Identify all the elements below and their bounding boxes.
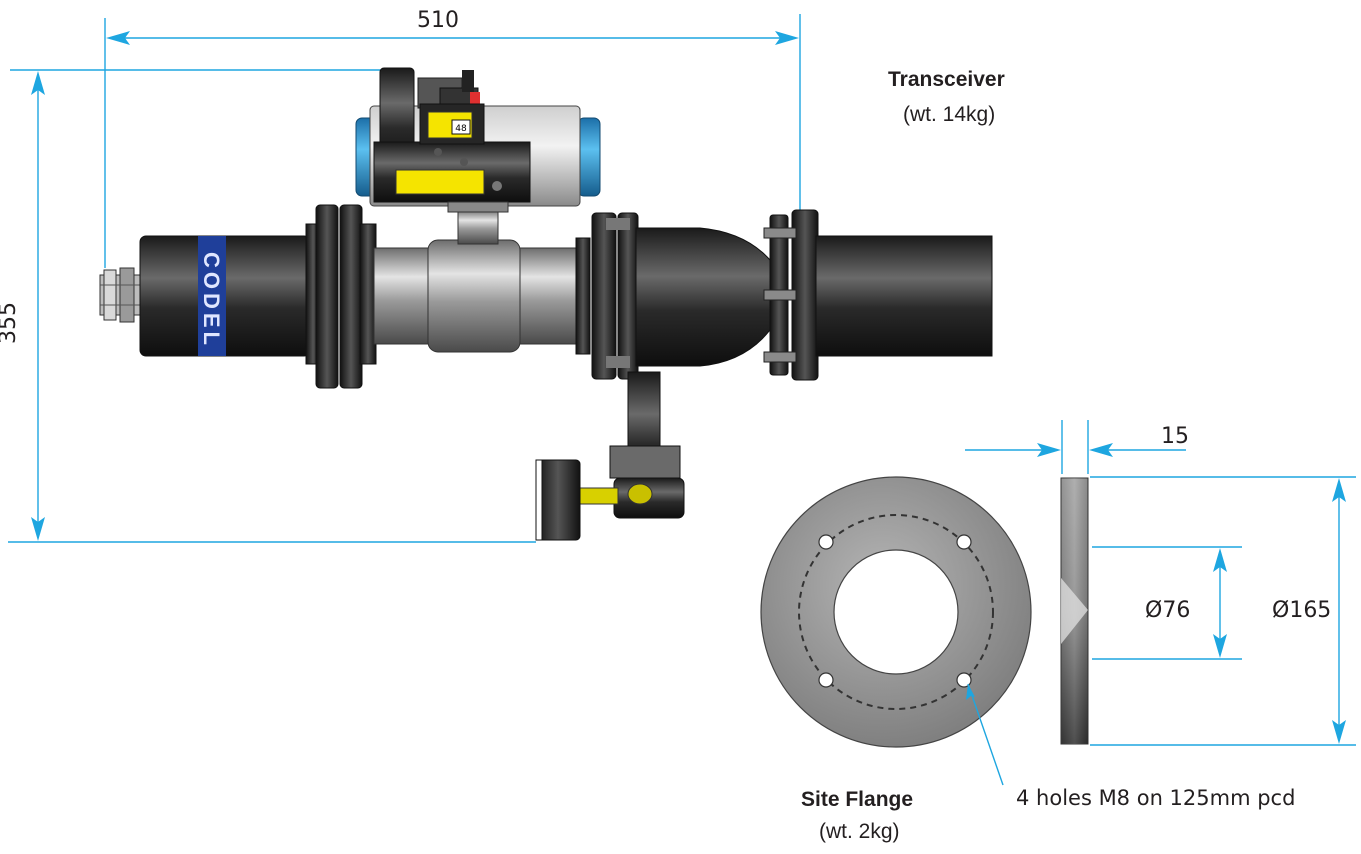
purge-housing — [635, 227, 771, 367]
overall-width-label: 510 — [417, 8, 459, 33]
brand-band — [198, 236, 226, 356]
bore-diameter-label: Ø76 — [1145, 598, 1191, 623]
outer-diameter-label: Ø165 — [1272, 598, 1332, 623]
cable-gland — [99, 267, 143, 323]
holes-note: 4 holes M8 on 125mm pcd — [1016, 786, 1296, 810]
flange-thickness-label: 15 — [1161, 424, 1189, 449]
flange-bore — [833, 549, 959, 675]
overall-height-label: 355 — [0, 302, 21, 344]
label-number: 48 — [455, 124, 467, 134]
site-flange-front — [760, 476, 1032, 786]
site-flange-title: Site Flange — [801, 788, 914, 811]
site-flange-side — [1060, 477, 1089, 745]
valve-body — [427, 239, 521, 353]
transceiver-title: Transceiver — [888, 68, 1005, 91]
bolt-holes — [818, 534, 972, 688]
transceiver-drawing: CODEL — [99, 67, 993, 541]
actuator: 48 — [355, 67, 601, 213]
dimension-lines — [8, 14, 801, 543]
brand-text: CODEL — [199, 252, 224, 349]
outlet-pipe — [815, 235, 993, 357]
flange-dimension-lines — [965, 420, 1356, 746]
site-flange-weight: (wt. 2kg) — [819, 820, 900, 843]
transceiver-weight: (wt. 14kg) — [903, 103, 996, 126]
pressure-gauge — [535, 459, 581, 541]
